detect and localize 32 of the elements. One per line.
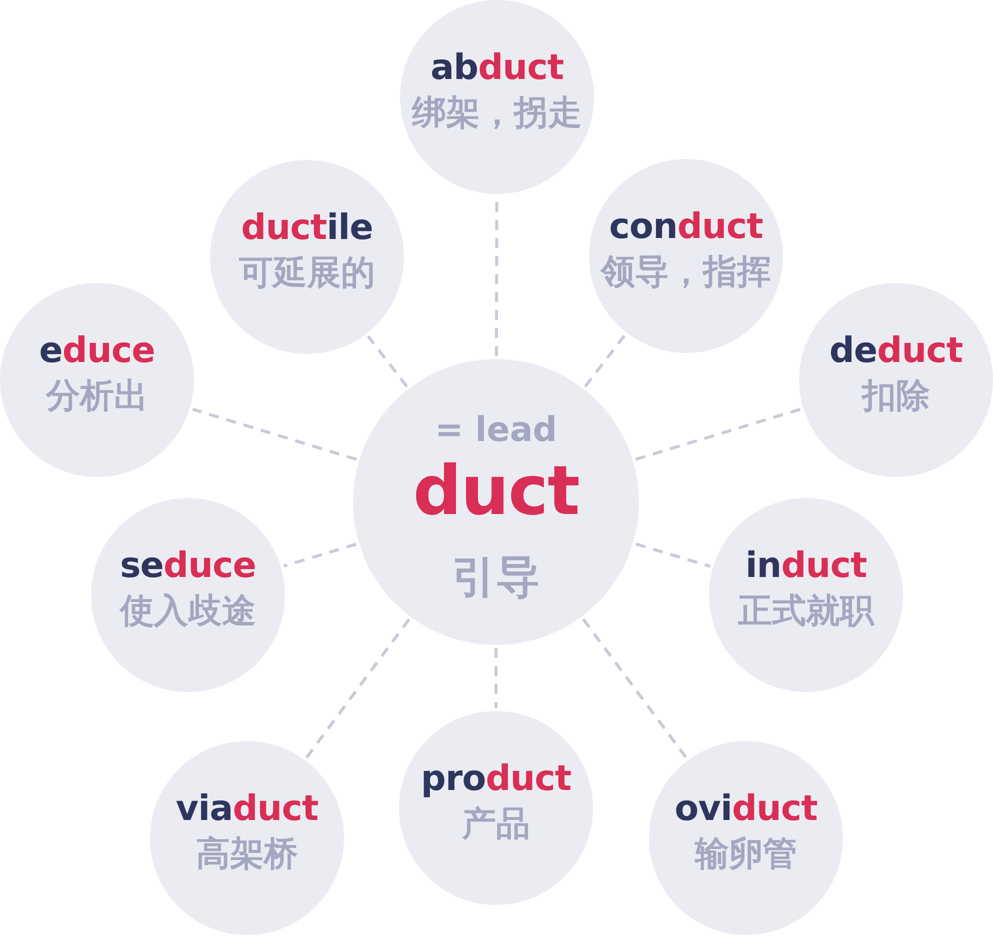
meaning-text: 可延展的 (239, 253, 375, 293)
meaning-text: 扣除 (862, 376, 930, 416)
word-text: abduct (430, 47, 564, 89)
meaning-text: 正式就职 (738, 591, 874, 631)
word-text: conduct (609, 206, 763, 248)
word-text: deduct (829, 330, 963, 372)
root-word: duct (413, 451, 579, 533)
word-text: educe (39, 330, 155, 372)
word-text: viaduct (176, 788, 318, 830)
meaning-text: 高架桥 (196, 834, 298, 874)
connector-line (366, 335, 408, 388)
meaning-text: 领导，指挥 (601, 252, 771, 292)
connector-line (635, 542, 711, 568)
word-text: oviduct (674, 788, 818, 830)
meaning-text: 输卵管 (695, 834, 797, 874)
connector-line (584, 334, 626, 388)
connector-line (192, 408, 357, 461)
meaning-text: 分析出 (46, 376, 148, 416)
meaning-text: 引导 (452, 554, 540, 602)
word-text: induct (745, 545, 867, 587)
connector-line (305, 618, 410, 759)
gloss-text: = lead (434, 410, 558, 450)
meaning-text: 产品 (462, 804, 530, 844)
word-text: product (420, 758, 572, 800)
word-text: ductile (241, 207, 373, 249)
connector-line (283, 542, 357, 568)
connector-line (494, 648, 498, 708)
connector-line (635, 408, 801, 461)
connector-line (582, 618, 688, 759)
meaning-text: 使入歧途 (120, 591, 256, 631)
meaning-text: 绑架，拐走 (412, 93, 582, 133)
word-text: seduce (120, 545, 256, 587)
